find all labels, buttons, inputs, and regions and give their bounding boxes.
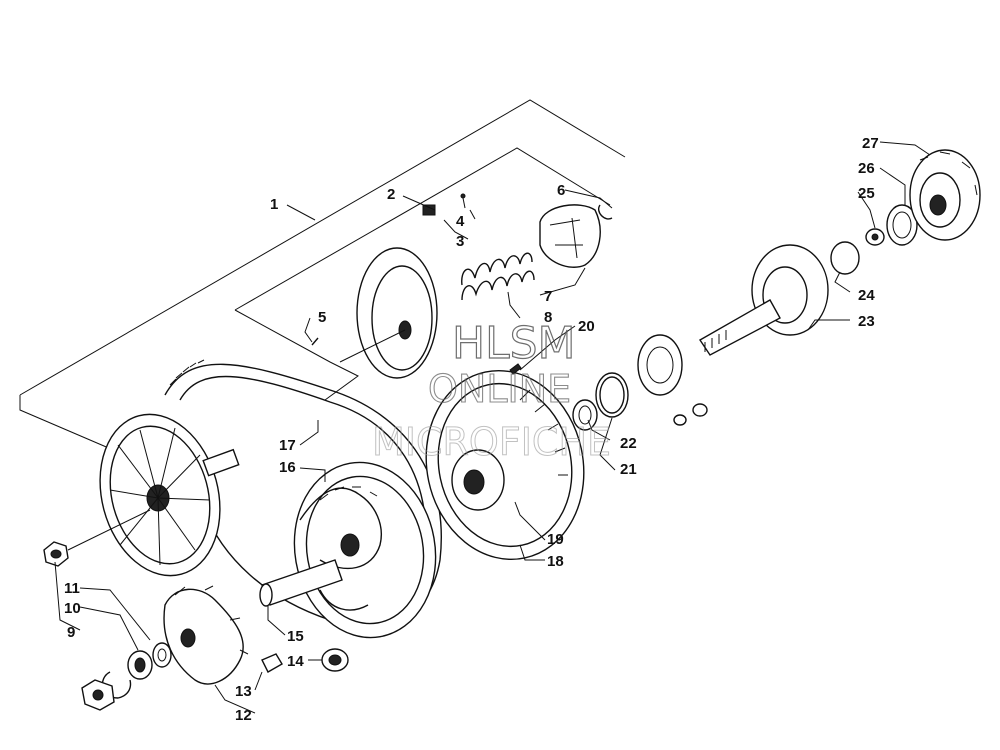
- callout-24: 24: [858, 287, 875, 304]
- callout-23: 23: [858, 313, 875, 330]
- nut-14: [321, 648, 349, 672]
- callout-1: 1: [270, 196, 278, 213]
- callout-14: 14: [287, 653, 304, 670]
- leader-lines: [54, 141, 931, 714]
- callout-10: 10: [64, 600, 81, 617]
- callout-19: 19: [547, 531, 564, 548]
- sheave-2: [339, 247, 438, 379]
- assembly-bracket-2: [234, 147, 611, 401]
- callout-22: 22: [620, 435, 637, 452]
- callout-2: 2: [387, 186, 395, 203]
- callout-18: 18: [547, 553, 564, 570]
- callout-25: 25: [858, 185, 875, 202]
- shaft-15: [259, 559, 343, 607]
- pin-5: [311, 337, 319, 346]
- drive-sheave-18: [425, 369, 585, 561]
- clutch-27: [909, 149, 981, 241]
- callout-16: 16: [279, 459, 296, 476]
- ring-6: [598, 204, 613, 220]
- watermark-line-3: MICROFICHE: [372, 420, 611, 464]
- bushing-22: [572, 399, 598, 431]
- ring-21: [595, 372, 629, 418]
- bushing-10: [127, 650, 153, 680]
- bolts-small: [673, 403, 708, 426]
- callout-15: 15: [287, 628, 304, 645]
- callout-17: 17: [279, 437, 296, 454]
- retaining-ring-9: [101, 671, 132, 699]
- callout-4: 4: [456, 213, 465, 230]
- callout-5: 5: [318, 309, 326, 326]
- cam-12: [163, 585, 249, 685]
- watermark-line-2: ONLINE: [428, 367, 571, 411]
- nut-12-left: [81, 679, 115, 711]
- callout-6: 6: [557, 182, 565, 199]
- spider-7: [539, 204, 601, 268]
- slider-13: [261, 653, 283, 673]
- bushing-25: [865, 228, 885, 246]
- bearing-19: [637, 334, 683, 396]
- callout-8: 8: [544, 309, 552, 326]
- callout-20: 20: [578, 318, 595, 335]
- nut-9: [43, 509, 151, 567]
- drive-clutch-spider: [293, 461, 437, 639]
- ring-24: [830, 241, 860, 275]
- callout-7: 7: [544, 288, 552, 305]
- screw-20: [509, 363, 522, 375]
- callout-13: 13: [235, 683, 252, 700]
- callout-21: 21: [620, 461, 637, 478]
- callout-11: 11: [64, 580, 80, 597]
- driven-clutch-sheave: [99, 413, 240, 577]
- callout-26: 26: [858, 160, 875, 177]
- callout-12: 12: [235, 707, 252, 724]
- watermark: HLSM ONLINE MICROFICHE: [372, 317, 612, 464]
- assembly-bracket-1: [19, 99, 626, 456]
- watermark-line-1: HLSM: [452, 318, 576, 369]
- callout-3: 3: [456, 233, 464, 250]
- callout-9: 9: [67, 624, 75, 641]
- spring-8: [461, 252, 535, 301]
- callout-27: 27: [862, 135, 879, 152]
- washer-11: [152, 642, 172, 668]
- callout-labels: 1 2 3 4 5 6 7 8 9 10 11 12 13 14 15 16 1…: [64, 135, 879, 724]
- clip-3-4: [422, 193, 466, 216]
- bearing-26: [886, 204, 918, 246]
- hub-23: [699, 244, 829, 356]
